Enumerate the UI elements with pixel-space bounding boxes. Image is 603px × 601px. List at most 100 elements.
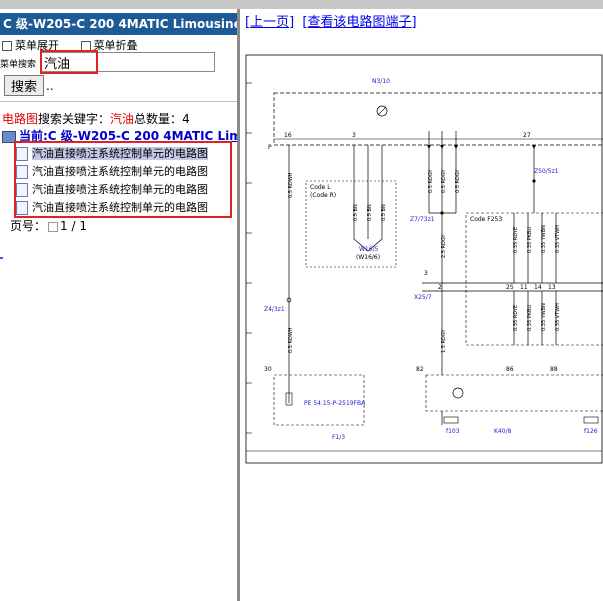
code-r-label: (Code R) bbox=[310, 192, 336, 199]
document-icon bbox=[16, 201, 28, 215]
wire-label: 0.35 PKBU bbox=[527, 305, 533, 331]
list-item-label: 汽油直接喷注系统控制单元的电路图 bbox=[32, 165, 208, 178]
label-z7: Z7/73z1 bbox=[410, 216, 435, 223]
wire-label: 0.5 RDWH bbox=[288, 327, 294, 353]
pin-label: 3 bbox=[352, 132, 356, 139]
list-item[interactable]: 汽油直接喷注系统控制单元的电路图 bbox=[16, 163, 226, 181]
diagram-nav: [上一页] [查看该电路图端子] bbox=[245, 11, 417, 30]
result-list: 汽油直接喷注系统控制单元的电路图 汽油直接喷注系统控制单元的电路图 汽油直接喷注… bbox=[16, 145, 226, 217]
list-item-label: 汽油直接喷注系统控制单元的电路图 bbox=[32, 147, 208, 160]
wire-label: 0.5 RDWH bbox=[288, 172, 294, 198]
list-item[interactable]: 汽油直接喷注系统控制单元的电路图 bbox=[16, 199, 226, 217]
wire-label: 2.5 RDGY bbox=[441, 234, 447, 258]
pin-label: 30 bbox=[264, 366, 272, 373]
list-item-label: 汽油直接喷注系统控制单元的电路图 bbox=[32, 183, 208, 196]
code-f253-label: Code F253 bbox=[470, 216, 502, 223]
search-result-summary: 电路图搜索关键字：汽油总数量：4 bbox=[2, 110, 190, 127]
wire-label: 0.35 PKBU bbox=[527, 227, 533, 253]
keyword-label: 搜索关键字： bbox=[38, 112, 111, 126]
label-z4: Z4/3z1 bbox=[264, 306, 285, 313]
pin-label: 3 bbox=[424, 270, 428, 277]
expand-icon bbox=[2, 41, 12, 51]
wire-label: 0.35 VTWH bbox=[555, 225, 561, 253]
list-item[interactable]: 汽油直接喷注系统控制单元的电路图 bbox=[16, 145, 226, 163]
expand-menu-option[interactable]: 菜单展开 bbox=[2, 39, 59, 52]
relay-box-k40-8 bbox=[425, 374, 603, 412]
pager: 页号： 1 / 1 bbox=[10, 217, 87, 234]
code-l-label: Code L bbox=[310, 184, 331, 191]
document-icon bbox=[16, 165, 28, 179]
search-input[interactable] bbox=[40, 52, 215, 72]
page-label: 页号： bbox=[10, 219, 47, 233]
wire-label: 0.35 YWBN bbox=[541, 303, 547, 331]
wiring-diagram[interactable]: N3/10 P 16 3 27 Z50/5z1 Code L (Co bbox=[244, 53, 603, 465]
view-terminals-link[interactable]: [查看该电路图端子] bbox=[302, 15, 417, 30]
pin-label: 82 bbox=[416, 366, 424, 373]
pin-label: 86 bbox=[506, 366, 514, 373]
diagram-border bbox=[245, 54, 603, 464]
label-pe: PE 54.15-P-2519FBA bbox=[304, 400, 366, 407]
top-bar bbox=[0, 0, 603, 9]
pin-label: 2 bbox=[438, 284, 442, 291]
fuse-box-f1-3 bbox=[273, 374, 365, 426]
pin-label: 25 bbox=[506, 284, 514, 291]
search-label: 菜单搜索 bbox=[0, 60, 37, 70]
expand-menu-label: 菜单展开 bbox=[15, 39, 59, 52]
pin-label: 11 bbox=[520, 284, 528, 291]
wire-label: 0.35 RDYE bbox=[513, 227, 519, 253]
wire-label: 0.5 BN bbox=[381, 204, 387, 221]
tree-root[interactable]: 当前:C 级-W205-C 200 4MATIC Limo bbox=[2, 127, 237, 144]
search-extra: .. bbox=[46, 79, 54, 93]
wire-label: 0.5 BN bbox=[367, 204, 373, 221]
pin-label: 16 bbox=[284, 132, 292, 139]
label-w16b: (W16/6) bbox=[356, 254, 380, 261]
wire-label: 1.5 RDGY bbox=[441, 329, 447, 353]
page-value: 1 / 1 bbox=[60, 219, 87, 233]
right-frame: [上一页] [查看该电路图端子] N3/10 P 16 3 27 bbox=[240, 9, 603, 601]
label-n3: N3/10 bbox=[372, 78, 390, 85]
separator bbox=[0, 101, 237, 102]
pin-label: 13 bbox=[548, 284, 556, 291]
list-item[interactable]: 汽油直接喷注系统控制单元的电路图 bbox=[16, 181, 226, 199]
label-k40: K40/8 bbox=[494, 428, 512, 435]
pin-label: 14 bbox=[534, 284, 542, 291]
search-button[interactable]: 搜索 bbox=[4, 75, 45, 96]
count-label: 总数量： bbox=[134, 112, 183, 126]
label-x25: X25/7 bbox=[414, 294, 432, 301]
menu-options: 菜单展开 菜单折叠 bbox=[2, 37, 156, 53]
left-frame: C 级-W205-C 200 4MATIC Limousine-274 菜单展开… bbox=[0, 9, 237, 601]
pin-label: 88 bbox=[550, 366, 558, 373]
wire-label: 0.35 RDYE bbox=[513, 305, 519, 331]
search-highlight bbox=[40, 50, 98, 74]
code-l-box bbox=[305, 180, 397, 268]
label-p: P bbox=[268, 144, 272, 151]
label-w16: W16/5 bbox=[359, 246, 379, 253]
result-keyword: 汽油 bbox=[110, 112, 135, 126]
list-item-label: 汽油直接喷注系统控制单元的电路图 bbox=[32, 201, 208, 214]
result-count: 4 bbox=[182, 112, 190, 126]
document-icon bbox=[16, 183, 28, 197]
tree-root-label: 当前:C 级-W205-C 200 4MATIC Limo bbox=[19, 129, 237, 143]
results-highlight bbox=[14, 141, 232, 218]
wire-label: 0.35 VTWH bbox=[555, 303, 561, 331]
collapse-menu-label: 菜单折叠 bbox=[93, 39, 138, 52]
label-z50: Z50/5z1 bbox=[534, 168, 559, 175]
result-category: 电路图 bbox=[2, 112, 39, 126]
wire-label: 0.5 RDGY bbox=[441, 169, 447, 193]
wire-label: 0.5 RDGY bbox=[455, 169, 461, 193]
search-row: 菜单搜索 bbox=[0, 50, 237, 74]
wire-label: 0.5 BN bbox=[353, 204, 359, 221]
frame-divider[interactable] bbox=[237, 9, 240, 601]
label-f126: f126 bbox=[584, 428, 598, 435]
computer-icon bbox=[2, 130, 16, 143]
code-f253-box bbox=[465, 212, 603, 346]
label-f103: f103 bbox=[446, 428, 460, 435]
wire-label: 0.5 RDGY bbox=[428, 169, 434, 193]
wire-label: 0.35 YWBN bbox=[541, 225, 547, 253]
prev-page-link[interactable]: [上一页] bbox=[245, 15, 295, 30]
stray-mark bbox=[0, 257, 3, 259]
label-f1: F1/3 bbox=[332, 434, 345, 441]
document-icon bbox=[16, 147, 28, 161]
window-title: C 级-W205-C 200 4MATIC Limousine-274 bbox=[0, 13, 237, 35]
page-checkbox[interactable] bbox=[48, 221, 59, 232]
